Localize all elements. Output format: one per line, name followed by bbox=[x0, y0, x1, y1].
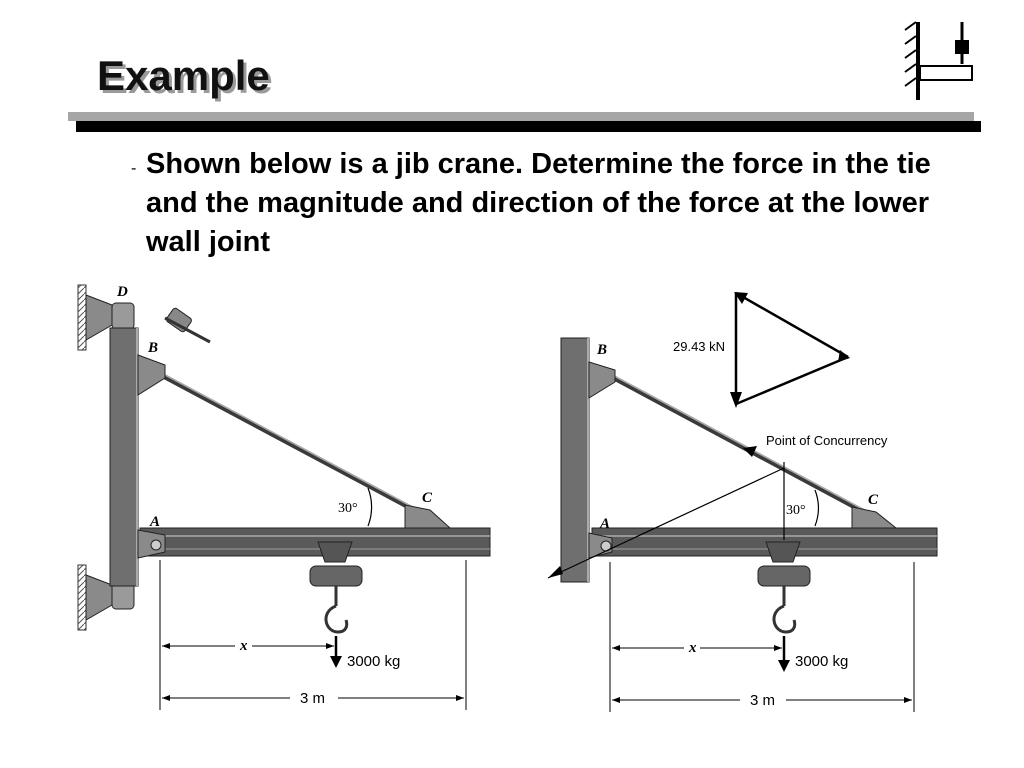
left-span-label: 3 m bbox=[300, 690, 325, 707]
left-label-d: D bbox=[116, 284, 128, 300]
right-reaction-arrow bbox=[548, 566, 563, 578]
right-bracket-c bbox=[851, 506, 898, 529]
left-beam bbox=[139, 527, 491, 557]
right-span-label: 3 m bbox=[750, 692, 775, 709]
left-pin-detail bbox=[166, 307, 192, 333]
right-dim-x: x bbox=[688, 640, 697, 656]
right-column bbox=[560, 337, 590, 583]
right-bracket-b bbox=[588, 361, 616, 399]
right-label-b: B bbox=[596, 342, 607, 358]
wall-support-icon bbox=[904, 21, 973, 100]
force-triangle-tie bbox=[735, 291, 849, 359]
left-lower-wall bbox=[77, 564, 87, 631]
left-upper-bracket bbox=[85, 294, 113, 341]
right-reaction-line bbox=[547, 467, 785, 579]
right-label-c: C bbox=[868, 492, 879, 508]
left-angle-arc bbox=[367, 487, 373, 527]
right-crane-figure: B A C 30° 29.43 kN Point of Concurrency … bbox=[547, 291, 938, 712]
title-rule-black bbox=[76, 121, 981, 132]
right-label-a: A bbox=[599, 516, 610, 532]
slide-title: Example bbox=[97, 52, 270, 99]
left-label-c: C bbox=[422, 490, 433, 506]
left-upper-wall bbox=[77, 284, 87, 351]
force-triangle-label: 29.43 kN bbox=[673, 339, 725, 354]
right-trolley bbox=[765, 541, 801, 563]
concurrency-label: Point of Concurrency bbox=[766, 433, 888, 448]
left-tie-rod bbox=[150, 367, 422, 516]
left-hook-icon bbox=[324, 604, 349, 634]
left-label-b: B bbox=[147, 340, 158, 356]
left-lower-bracket bbox=[85, 574, 113, 621]
left-bracket-b bbox=[137, 354, 166, 396]
left-hoist bbox=[309, 565, 363, 587]
right-load-label: 3000 kg bbox=[795, 653, 848, 670]
left-label-a: A bbox=[149, 514, 160, 530]
force-triangle-reaction bbox=[735, 355, 849, 406]
left-pin-bottom bbox=[111, 582, 135, 610]
right-beam bbox=[591, 527, 938, 557]
left-trolley bbox=[317, 541, 353, 563]
right-angle-label: 30° bbox=[786, 503, 806, 518]
bullet-marker: - bbox=[131, 160, 137, 177]
right-bracket-a bbox=[588, 532, 613, 559]
right-hook-icon bbox=[772, 604, 797, 634]
left-column bbox=[109, 327, 139, 587]
left-load-arrow bbox=[330, 656, 342, 668]
title-rule-grey bbox=[68, 112, 974, 121]
left-dim-x: x bbox=[239, 638, 248, 654]
right-load-arrow bbox=[778, 660, 790, 672]
right-tie-arrow bbox=[743, 446, 757, 457]
left-bracket-c bbox=[404, 504, 452, 529]
left-crane-figure: D B A C 30° x 3000 kg 3 m bbox=[77, 284, 491, 710]
left-load-label: 3000 kg bbox=[347, 653, 400, 670]
problem-statement: Shown below is a jib crane. Determine th… bbox=[146, 148, 931, 258]
left-pin-d bbox=[111, 302, 135, 330]
right-angle-arc bbox=[814, 489, 819, 527]
left-angle-label: 30° bbox=[338, 501, 358, 516]
right-tie-rod bbox=[601, 369, 870, 517]
right-hoist bbox=[757, 565, 811, 587]
